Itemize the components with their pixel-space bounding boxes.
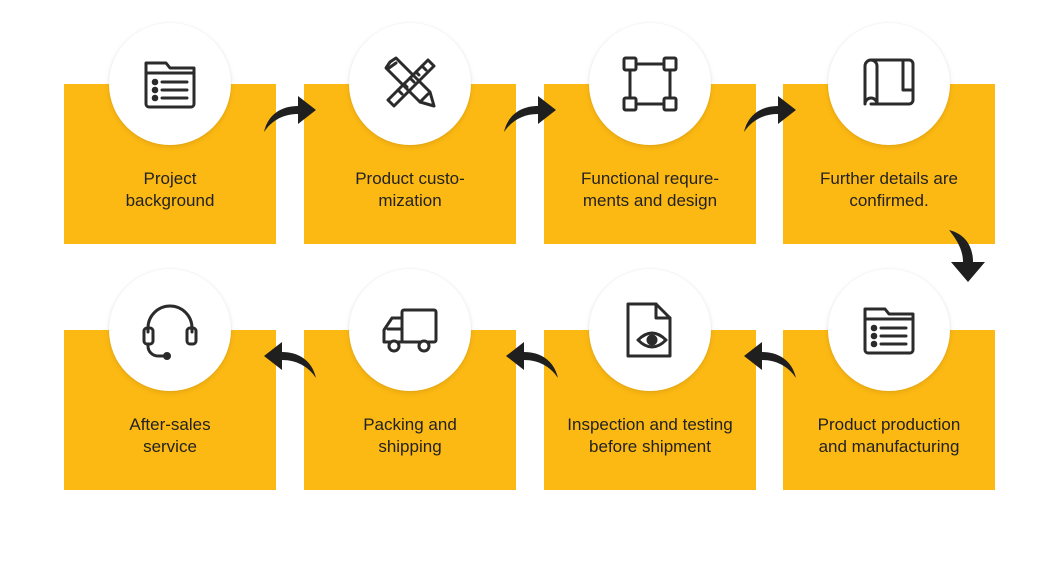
blueprint-scroll-icon: [863, 58, 915, 106]
step-label: Product production and manufacturing: [817, 415, 961, 456]
icon-circle-further-details: [828, 23, 950, 145]
document-list-icon: [863, 307, 915, 355]
flow-arrow-right: [742, 92, 798, 134]
flow-arrow-down: [945, 228, 991, 284]
curved-arrow-icon: [504, 96, 556, 132]
step-label: Product custo- mization: [355, 169, 465, 210]
curved-arrow-icon: [264, 96, 316, 132]
document-eye-icon: [626, 302, 672, 358]
icon-circle-packing-shipping: [349, 269, 471, 391]
step-label: Functional requre- ments and design: [581, 169, 719, 210]
step-label: Further details are confirmed.: [820, 169, 958, 210]
flow-arrow-right: [262, 92, 318, 134]
vector-frame-icon: [622, 56, 678, 112]
curved-arrow-icon: [506, 342, 558, 378]
icon-circle-inspection-testing: [589, 269, 711, 391]
icon-circle-product-customization: [349, 23, 471, 145]
headset-icon: [142, 304, 198, 360]
delivery-truck-icon: [382, 308, 438, 353]
icon-circle-functional-requirements: [589, 23, 711, 145]
curved-arrow-icon: [744, 342, 796, 378]
step-label: After-sales service: [129, 415, 211, 456]
step-label: Project background: [125, 169, 215, 210]
curved-arrow-icon: [264, 342, 316, 378]
step-box-product-customization: Product custo- mization: [304, 84, 516, 244]
flow-arrow-left: [504, 338, 560, 380]
flow-arrow-right: [502, 92, 558, 134]
icon-circle-project-background: [109, 23, 231, 145]
step-label: Packing and shipping: [363, 415, 457, 456]
document-list-icon: [144, 61, 196, 109]
icon-circle-after-sales: [109, 269, 231, 391]
pencil-ruler-icon: [384, 56, 436, 108]
flow-arrow-left: [742, 338, 798, 380]
curved-arrow-down-icon: [949, 230, 985, 282]
icon-circle-production-manufacturing: [828, 269, 950, 391]
step-label: Inspection and testing before shipment: [567, 415, 733, 456]
curved-arrow-icon: [744, 96, 796, 132]
flow-arrow-left: [262, 338, 318, 380]
